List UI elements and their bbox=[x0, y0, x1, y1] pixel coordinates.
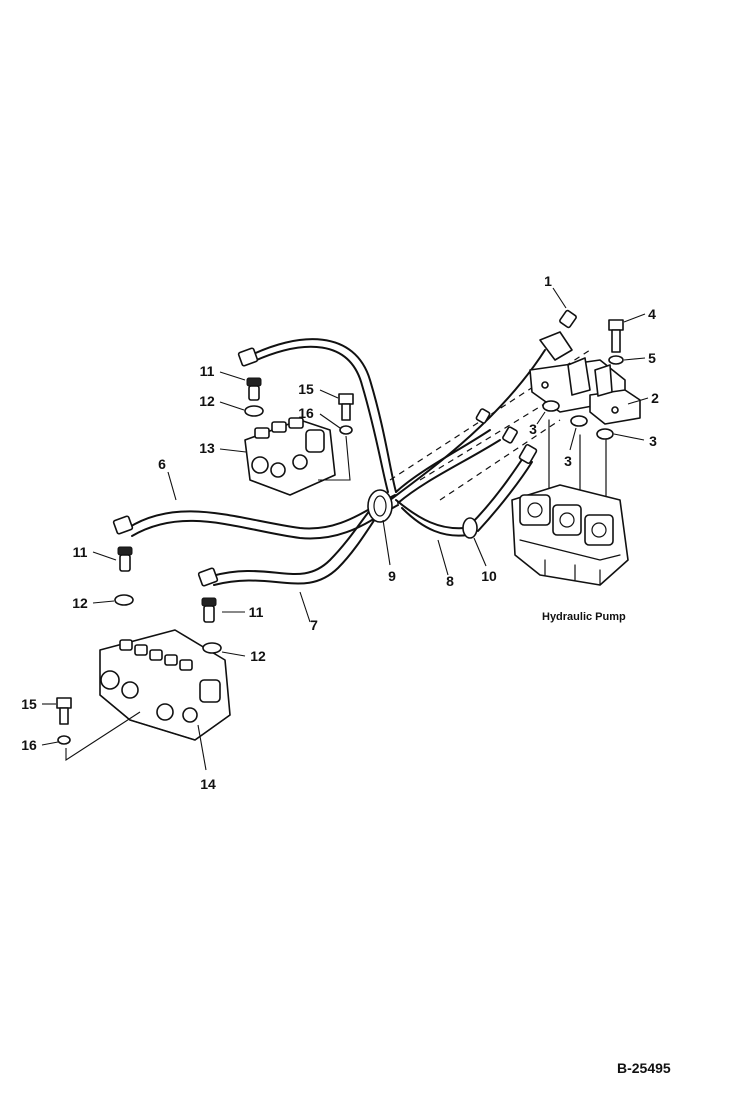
leader-line bbox=[197, 724, 207, 771]
clamp-10 bbox=[462, 517, 478, 539]
control-valve-13 bbox=[244, 417, 336, 496]
o-ring-3 bbox=[570, 415, 588, 427]
leader-line bbox=[382, 519, 391, 566]
callout-11: 11 bbox=[200, 363, 215, 379]
callout-11: 11 bbox=[73, 544, 88, 560]
leader-line bbox=[167, 471, 177, 501]
callout-15: 15 bbox=[21, 696, 37, 712]
flange-block-1 bbox=[529, 331, 641, 425]
leader-line bbox=[623, 357, 646, 361]
callout-16: 16 bbox=[298, 405, 314, 421]
callout-10: 10 bbox=[481, 568, 497, 584]
callout-3: 3 bbox=[529, 421, 537, 437]
washer-5 bbox=[608, 355, 624, 365]
o-ring-3 bbox=[542, 400, 560, 412]
leader-line bbox=[319, 413, 341, 429]
control-valve-14 bbox=[99, 629, 231, 741]
callout-12: 12 bbox=[199, 393, 215, 409]
leader-line bbox=[219, 401, 245, 411]
leader-line bbox=[319, 389, 339, 399]
callout-7: 7 bbox=[310, 617, 318, 633]
callout-9: 9 bbox=[388, 568, 396, 584]
hydraulic-pump-label: Hydraulic Pump bbox=[542, 611, 626, 623]
drawing-number: B-25495 bbox=[617, 1060, 671, 1076]
callout-8: 8 bbox=[446, 573, 454, 589]
o-ring-12-upper bbox=[244, 405, 264, 417]
washer-16-lower bbox=[57, 735, 71, 745]
leader-line bbox=[437, 539, 449, 576]
leader-line bbox=[569, 427, 577, 451]
leader-line bbox=[41, 741, 59, 746]
leader-line bbox=[219, 371, 246, 381]
hose-fitting-pump bbox=[475, 408, 538, 464]
leader-line bbox=[92, 551, 117, 561]
callout-11: 11 bbox=[249, 604, 264, 620]
hose-7 bbox=[211, 499, 385, 586]
bolt-15-lower bbox=[56, 697, 72, 725]
o-ring-12-mid bbox=[202, 642, 222, 654]
o-ring-3 bbox=[596, 428, 614, 440]
leader-line bbox=[219, 448, 247, 453]
washer-16-upper bbox=[339, 425, 353, 435]
elbow-fitting-top bbox=[237, 347, 259, 367]
leader-line bbox=[299, 591, 311, 623]
leader-line bbox=[627, 397, 649, 405]
leader-line bbox=[552, 287, 567, 309]
leader-line bbox=[221, 651, 246, 657]
leader-line bbox=[536, 411, 546, 425]
clamp-9-inner bbox=[373, 495, 387, 517]
clamp-9 bbox=[367, 489, 393, 523]
elbow-fitting-mid bbox=[197, 567, 219, 587]
callout-3: 3 bbox=[564, 453, 572, 469]
callout-15: 15 bbox=[298, 381, 314, 397]
hydraulic-pump bbox=[511, 484, 629, 586]
callout-13: 13 bbox=[199, 440, 215, 456]
leader-line bbox=[623, 313, 646, 323]
dash-line bbox=[439, 419, 561, 501]
nipple-11-upper bbox=[246, 377, 262, 401]
leader-line bbox=[92, 600, 115, 604]
callout-6: 6 bbox=[158, 456, 166, 472]
leader-line bbox=[473, 537, 487, 567]
elbow-fitting-left bbox=[112, 515, 134, 535]
callout-5: 5 bbox=[648, 350, 656, 366]
callout-4: 4 bbox=[648, 306, 656, 322]
callout-1: 2 bbox=[651, 390, 659, 406]
nipple-2 bbox=[559, 309, 577, 329]
dash-line bbox=[419, 369, 601, 481]
o-ring-12-left bbox=[114, 594, 134, 606]
hose-6 bbox=[127, 338, 399, 540]
callout-12: 12 bbox=[250, 648, 266, 664]
hose-upper bbox=[389, 349, 546, 504]
leader-line bbox=[65, 711, 141, 762]
nipple-11-mid bbox=[201, 597, 217, 623]
bolt-15-upper bbox=[338, 393, 354, 421]
callout-14: 14 bbox=[200, 776, 216, 792]
nipple-11-left bbox=[117, 546, 133, 572]
callout-16: 16 bbox=[21, 737, 37, 753]
callout-3: 3 bbox=[649, 433, 657, 449]
callout-12: 12 bbox=[72, 595, 88, 611]
bolt-4 bbox=[608, 319, 624, 353]
leader-line bbox=[318, 435, 351, 481]
callout-2: 1 bbox=[544, 273, 552, 289]
leader-line bbox=[613, 433, 645, 441]
